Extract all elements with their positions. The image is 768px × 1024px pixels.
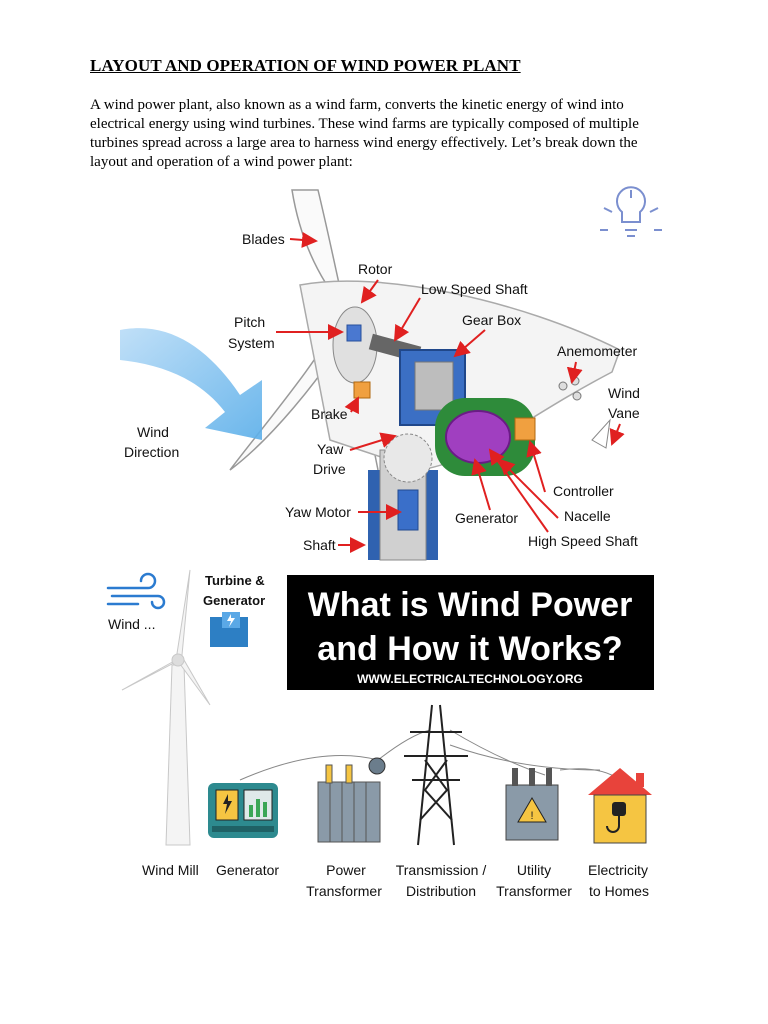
- intro-paragraph: A wind power plant, also known as a wind…: [90, 97, 639, 170]
- wind-direction-arrow: [120, 328, 262, 440]
- infographic-wind-label: Wind ...: [108, 616, 155, 632]
- label-yaw-drive-1: Yaw: [317, 441, 344, 457]
- label-wind-vane-1: Wind: [608, 385, 640, 401]
- svg-text:!: !: [530, 810, 533, 822]
- caption-home-1: Electricity: [588, 862, 648, 878]
- label-pitch-system-2: System: [228, 335, 275, 351]
- house-icon: [588, 768, 652, 844]
- document-title: LAYOUT AND OPERATION OF WIND POWER PLANT: [90, 56, 521, 75]
- lightbulb-icon: [600, 186, 662, 237]
- label-wind-vane-2: Vane: [608, 405, 640, 421]
- caption-wind-mill: Wind Mill: [142, 862, 199, 878]
- banner-url: WWW.ELECTRICALTECHNOLOGY.ORG: [357, 672, 583, 686]
- label-rotor: Rotor: [358, 261, 393, 277]
- label-blades: Blades: [242, 231, 285, 247]
- label-yaw-motor: Yaw Motor: [285, 504, 351, 520]
- yaw-motor: [397, 489, 419, 531]
- label-yaw-drive-2: Drive: [313, 461, 346, 477]
- yaw-drive-gear: [383, 433, 433, 483]
- label-gear-box: Gear Box: [462, 312, 521, 328]
- caption-power-2: Transformer: [306, 883, 382, 899]
- wind-power-infographic: Wind ... Turbine & Generator What is Win…: [106, 569, 654, 899]
- banner: [287, 575, 654, 690]
- caption-transmission-1: Transmission /: [396, 862, 487, 878]
- banner-title-2: and How it Works?: [317, 630, 622, 668]
- turbine-generator-label-1: Turbine &: [205, 573, 265, 588]
- caption-home-2: to Homes: [589, 883, 649, 899]
- label-high-speed-shaft: High Speed Shaft: [528, 533, 638, 549]
- label-generator: Generator: [455, 510, 518, 526]
- label-wind-direction-2: Direction: [124, 444, 179, 460]
- transmission-tower-icon: [404, 704, 468, 846]
- caption-generator: Generator: [216, 862, 279, 878]
- label-arrows: [276, 231, 625, 553]
- controller-box: [514, 417, 536, 441]
- windmill-icon: [121, 569, 211, 846]
- caption-utility-1: Utility: [517, 862, 551, 878]
- label-brake: Brake: [311, 406, 348, 422]
- label-shaft: Shaft: [303, 537, 336, 553]
- label-nacelle: Nacelle: [564, 508, 611, 524]
- label-pitch-system-1: Pitch: [234, 314, 265, 330]
- banner-title-1: What is Wind Power: [308, 586, 633, 624]
- wind-vane-part: [591, 418, 611, 449]
- brake-part: [353, 381, 371, 399]
- power-transformer-icon: [317, 757, 386, 843]
- caption-power-1: Power: [326, 862, 366, 878]
- label-low-speed-shaft: Low Speed Shaft: [421, 281, 528, 297]
- rotor-hub: [332, 306, 378, 384]
- wind-icon: [106, 572, 166, 610]
- generator-icon: [208, 783, 278, 838]
- label-wind-direction-1: Wind: [137, 424, 169, 440]
- turbine-generator-label-2: Generator: [203, 593, 265, 608]
- wind-turbine-diagram: Blades Rotor Low Speed Shaft Pitch Syste…: [120, 186, 662, 561]
- caption-transmission-2: Distribution: [406, 883, 476, 899]
- generator-body: [445, 410, 511, 464]
- caption-utility-2: Transformer: [496, 883, 572, 899]
- utility-transformer-icon: !: [505, 768, 559, 841]
- turbine-generator-icon: [210, 612, 248, 647]
- label-anemometer: Anemometer: [557, 343, 637, 359]
- label-controller: Controller: [553, 483, 614, 499]
